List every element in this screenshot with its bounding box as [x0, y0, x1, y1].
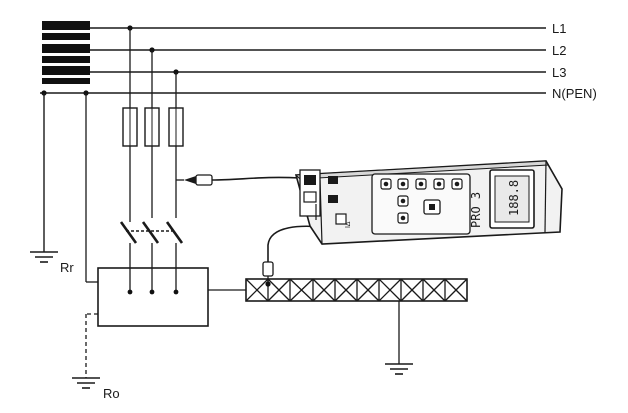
load-equipment: [97, 267, 209, 327]
label-l2: L2: [552, 43, 566, 58]
meter-terminals: [299, 169, 347, 225]
loop-tester-meter: I∆ PRO 3 188.8: [294, 160, 563, 245]
label-l1: L1: [552, 21, 566, 36]
label-l3: L3: [552, 65, 566, 80]
label-n-pen: N(PEN): [552, 86, 597, 101]
label-rr: Rr: [60, 260, 74, 275]
pe-connection: [85, 93, 98, 283]
label-ro: Ro: [103, 386, 120, 401]
meter-side-label: I∆: [345, 221, 352, 228]
meter-display: 188.8: [489, 169, 535, 229]
earth-bus-bar: [208, 278, 468, 375]
meter-model-text: PRO 3: [469, 192, 483, 228]
conductor-lines: [40, 27, 546, 94]
installation-earth: [72, 313, 100, 389]
fuses: [122, 107, 184, 147]
meter-display-value: 188.8: [507, 180, 521, 216]
meter-keypad: [371, 173, 471, 235]
system-earth: [30, 93, 58, 263]
supply-transformer: [42, 21, 90, 84]
